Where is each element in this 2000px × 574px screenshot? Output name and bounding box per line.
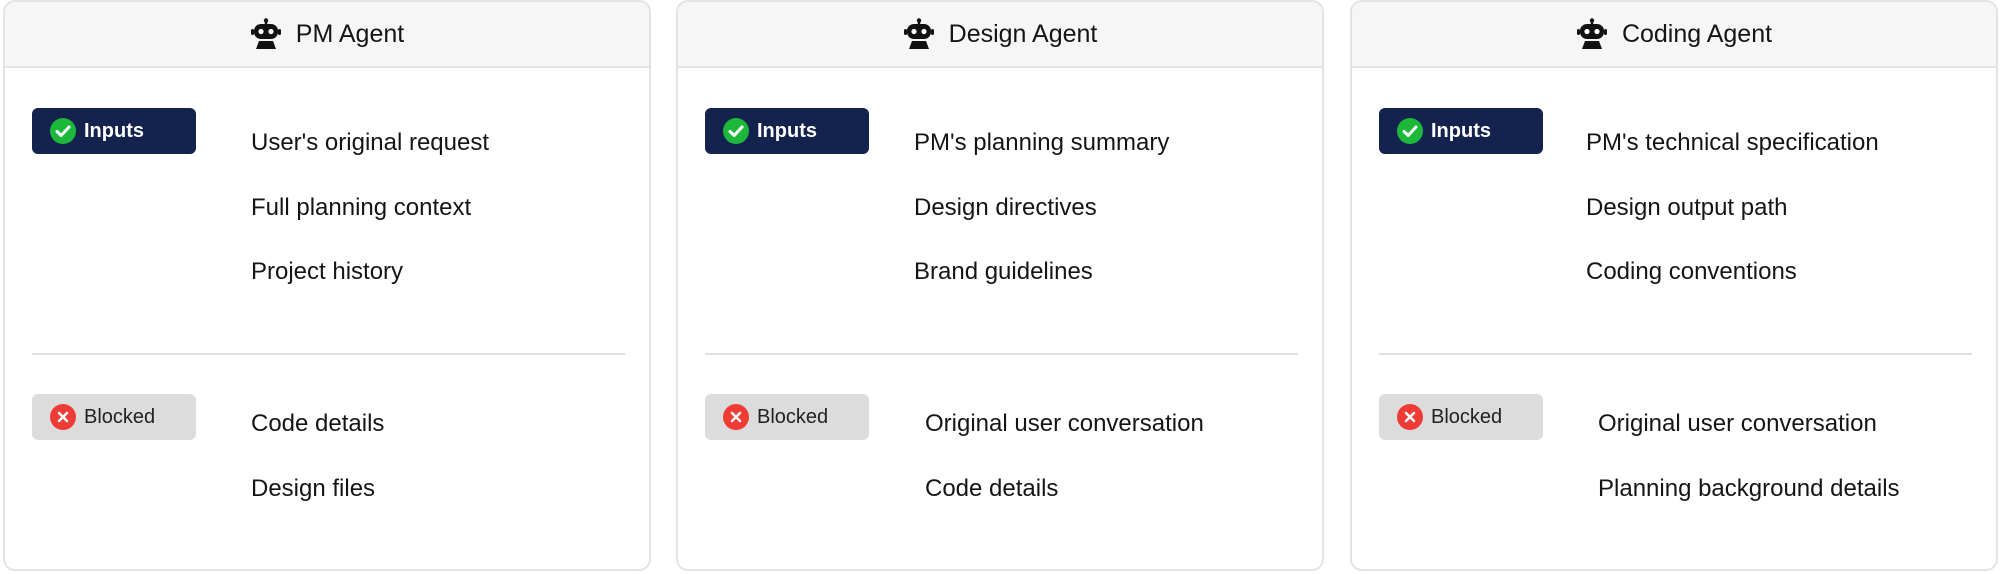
section-divider (705, 353, 1298, 355)
robot-icon (903, 18, 934, 49)
card-header: PM Agent (5, 2, 649, 68)
card-header: Coding Agent (1352, 2, 1996, 68)
check-circle-icon (50, 118, 76, 144)
blocked-badge-label: Blocked (84, 405, 156, 428)
inputs-badge-label: Inputs (84, 119, 144, 142)
blocked-badge-label: Blocked (757, 405, 829, 428)
check-circle-icon (1397, 118, 1423, 144)
input-item: PM's technical specification (1586, 129, 1879, 156)
robot-icon (250, 18, 281, 49)
robot-icon (1576, 18, 1607, 49)
inputs-badge: Inputs (1379, 108, 1543, 154)
input-item: Brand guidelines (914, 258, 1093, 285)
blocked-item: Code details (925, 475, 1059, 502)
blocked-item: Planning background details (1598, 475, 1900, 502)
blocked-item: Design files (251, 475, 376, 502)
check-circle-icon (723, 118, 749, 144)
blocked-item: Original user conversation (925, 410, 1204, 437)
card-title: PM Agent (295, 19, 405, 48)
blocked-item: Original user conversation (1598, 410, 1877, 437)
inputs-badge-label: Inputs (1431, 119, 1491, 142)
agent-card-coding: Coding Agent Inputs PM's technical speci… (1350, 0, 1998, 571)
blocked-badge-label: Blocked (1431, 405, 1503, 428)
agent-card-pm: PM Agent Inputs User's original request … (3, 0, 651, 571)
inputs-badge: Inputs (32, 108, 196, 154)
blocked-badge: Blocked (705, 394, 869, 440)
input-item: User's original request (251, 129, 490, 156)
blocked-badge: Blocked (1379, 394, 1543, 440)
card-title: Coding Agent (1621, 19, 1773, 48)
input-item: Coding conventions (1586, 258, 1797, 285)
card-header: Design Agent (678, 2, 1322, 68)
agent-card-design: Design Agent Inputs PM's planning summar… (676, 0, 1324, 571)
card-title: Design Agent (948, 19, 1098, 48)
inputs-badge: Inputs (705, 108, 869, 154)
inputs-badge-label: Inputs (757, 119, 817, 142)
input-item: Project history (251, 258, 404, 285)
x-circle-icon (723, 404, 749, 430)
blocked-badge: Blocked (32, 394, 196, 440)
x-circle-icon (50, 404, 76, 430)
blocked-item: Code details (251, 410, 385, 437)
input-item: Design output path (1586, 194, 1788, 221)
input-item: Design directives (914, 194, 1097, 221)
section-divider (32, 353, 625, 355)
section-divider (1379, 353, 1972, 355)
input-item: PM's planning summary (914, 129, 1170, 156)
x-circle-icon (1397, 404, 1423, 430)
input-item: Full planning context (251, 194, 472, 221)
